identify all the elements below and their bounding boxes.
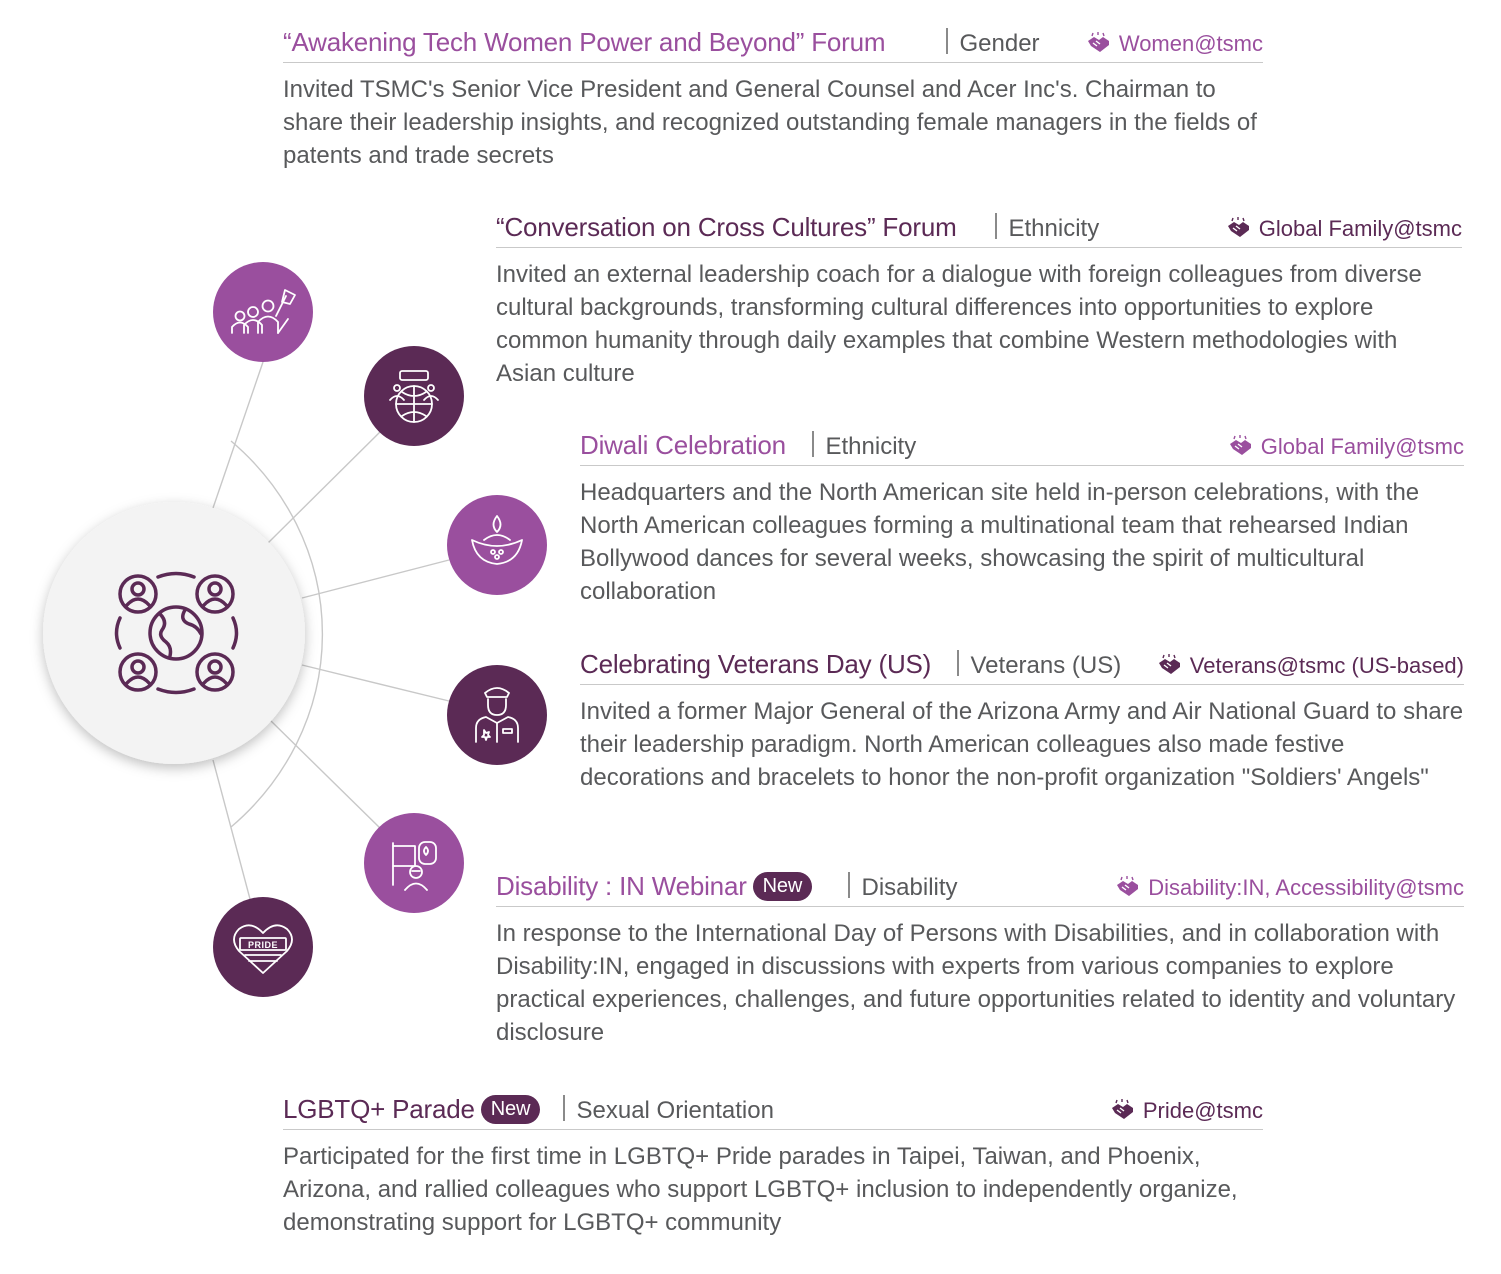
event-category: Ethnicity: [825, 433, 917, 460]
event-women-forum: “Awakening Tech Women Power and Beyond” …: [283, 24, 1263, 172]
diya-lamp-icon: [471, 515, 523, 565]
employee-group-name: Pride@tsmc: [1142, 1098, 1263, 1123]
event-description: Headquarters and the North American site…: [580, 479, 1420, 605]
event-description: Invited an external leadership coach for…: [496, 261, 1422, 387]
title-separator: [848, 872, 850, 898]
event-category: Sexual Orientation: [576, 1097, 774, 1124]
event-header: “Conversation on Cross Cultures” Forum E…: [496, 209, 1462, 248]
event-title-text: “Awakening Tech Women Power and Beyond” …: [283, 27, 886, 57]
event-title-text: LGBTQ+ Parade: [283, 1094, 475, 1124]
handshake-icon: [1111, 1099, 1133, 1119]
connector-lines: [212, 361, 450, 900]
handshake-icon: [1229, 435, 1251, 455]
event-category: Gender: [959, 30, 1040, 57]
handshake-icon: [1087, 32, 1109, 52]
employee-group-name: Global Family@tsmc: [1260, 434, 1464, 459]
event-cross-cultures-forum: “Conversation on Cross Cultures” Forum E…: [496, 209, 1462, 390]
connector-line-4: [301, 664, 450, 702]
event-category-wrap: Ethnicity: [983, 213, 1099, 243]
event-description: Participated for the first time in LGBTQ…: [283, 1143, 1238, 1236]
node-pride: PRIDE: [213, 897, 313, 997]
event-description: Invited a former Major General of the Ar…: [580, 698, 1464, 791]
title-separator: [995, 213, 997, 239]
event-title: Celebrating Veterans Day (US): [580, 649, 931, 680]
employee-group-name: Veterans@tsmc (US-based): [1189, 653, 1464, 678]
node-diwali: [447, 495, 547, 595]
new-badge: New: [480, 1095, 541, 1124]
event-header: Celebrating Veterans Day (US) Veterans (…: [580, 646, 1464, 685]
employee-group: Pride@tsmc: [1108, 1098, 1263, 1124]
event-title-text: Diwali Celebration: [580, 430, 786, 460]
event-title-text: “Conversation on Cross Cultures” Forum: [496, 212, 957, 242]
connector-line-3: [301, 559, 450, 599]
employee-group-name: Global Family@tsmc: [1258, 216, 1462, 241]
event-title: Diwali Celebration: [580, 430, 786, 461]
node-veterans: [447, 665, 547, 765]
connector-arc: [230, 440, 324, 828]
employee-group: Global Family@tsmc: [1226, 434, 1464, 460]
connector-line-1: [212, 361, 264, 509]
employee-group: Veterans@tsmc (US-based): [1155, 653, 1464, 679]
event-title-text: Disability : IN Webinar: [496, 871, 747, 901]
pride-heart-icon: [233, 924, 293, 974]
webinar-person-icon: [392, 841, 437, 891]
connector-line-6: [212, 759, 251, 900]
event-description: Invited TSMC's Senior Vice President and…: [283, 76, 1257, 169]
veteran-soldier-icon: [475, 687, 519, 743]
event-title-text: Celebrating Veterans Day (US): [580, 649, 932, 679]
event-category: Veterans (US): [970, 652, 1122, 679]
event-diwali: Diwali Celebration Ethnicity Global Fami…: [580, 427, 1464, 608]
employee-group: Disability:IN, Accessibility@tsmc: [1113, 875, 1464, 901]
event-header: Diwali Celebration Ethnicity Global Fami…: [580, 427, 1464, 466]
node-disability: [364, 813, 464, 913]
event-category: Disability: [861, 874, 958, 901]
connector-line-5: [269, 719, 385, 833]
event-category-wrap: Sexual Orientation: [551, 1095, 774, 1125]
event-category-wrap: Disability: [836, 872, 958, 902]
title-separator: [946, 28, 948, 54]
handshake-icon: [1158, 654, 1180, 674]
event-category-wrap: Veterans (US): [945, 650, 1121, 680]
connector-line-2: [267, 427, 385, 544]
employee-group: Global Family@tsmc: [1224, 216, 1462, 242]
event-title: “Awakening Tech Women Power and Beyond” …: [283, 27, 886, 58]
title-separator: [957, 650, 959, 676]
pride-heart-label: PRIDE: [248, 940, 278, 950]
node-cross-cultures: [364, 346, 464, 446]
title-separator: [812, 431, 814, 457]
employee-group-name: Disability:IN, Accessibility@tsmc: [1148, 875, 1464, 900]
event-category: Ethnicity: [1008, 215, 1100, 242]
event-category-wrap: Gender: [934, 28, 1040, 58]
node-women: [213, 262, 313, 362]
employee-group-name: Women@tsmc: [1118, 31, 1263, 56]
globe-people-icon: [114, 571, 239, 695]
handshake-icon: [1227, 217, 1249, 237]
globe-dialogue-icon: [389, 370, 439, 423]
women-rally-icon: [231, 289, 296, 334]
handshake-icon: [1117, 876, 1139, 896]
event-veterans-day: Celebrating Veterans Day (US) Veterans (…: [580, 646, 1464, 794]
event-title: “Conversation on Cross Cultures” Forum: [496, 212, 957, 243]
new-badge: New: [752, 872, 813, 901]
event-category-wrap: Ethnicity: [800, 431, 916, 461]
event-header: “Awakening Tech Women Power and Beyond” …: [283, 24, 1263, 63]
employee-group: Women@tsmc: [1084, 31, 1263, 57]
hub-node: [43, 502, 305, 764]
title-separator: [563, 1095, 565, 1121]
event-description: In response to the International Day of …: [496, 920, 1456, 1046]
